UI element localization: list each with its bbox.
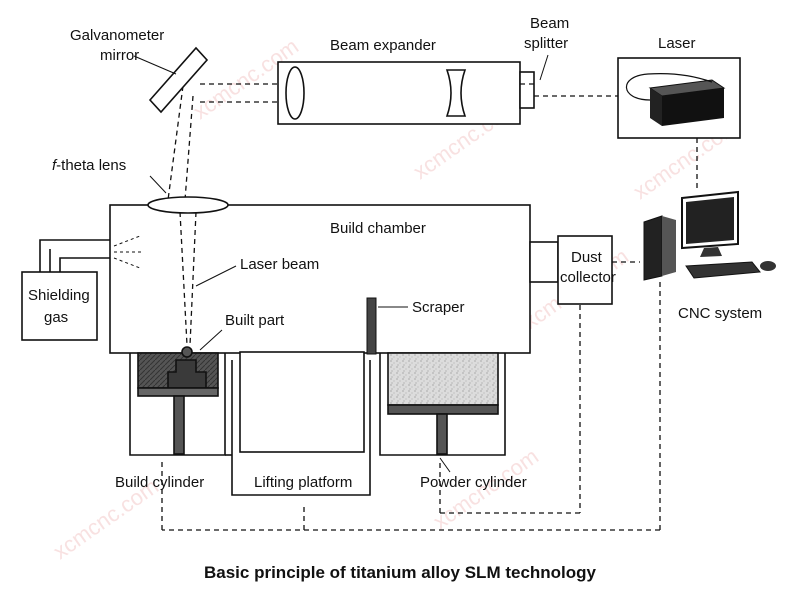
build-cylinder xyxy=(129,346,226,456)
beam-expander-label: Beam expander xyxy=(330,37,436,54)
gas-jets xyxy=(113,235,142,269)
build-chamber xyxy=(109,204,559,354)
dust-collector xyxy=(557,235,613,305)
lifting-platform-label: Lifting platform xyxy=(254,474,352,491)
laser-label: Laser xyxy=(658,35,696,52)
leader-line xyxy=(149,175,167,194)
built-part-label: Built part xyxy=(225,312,285,329)
galvanometer-mirror-label: Galvanometer xyxy=(70,27,164,44)
beam-splitter-label: Beam xyxy=(530,15,569,32)
beam-in-chamber xyxy=(179,211,197,346)
powder-cylinder xyxy=(379,352,506,456)
cnc-system-label: CNC system xyxy=(678,305,762,322)
dust-collector-label: collector xyxy=(560,269,616,286)
leader-line xyxy=(133,55,177,75)
shielding-gas-label: Shielding xyxy=(28,287,90,304)
powder-cylinder-label: Powder cylinder xyxy=(420,474,527,491)
galvanometer-mirror xyxy=(148,46,209,114)
galvanometer-mirror-label: mirror xyxy=(100,47,139,64)
scraper-label: Scraper xyxy=(412,299,465,316)
build-cylinder-label: Build cylinder xyxy=(115,474,204,491)
leader-line xyxy=(199,329,223,351)
control-lines xyxy=(161,138,698,531)
caption: Basic principle of titanium alloy SLM te… xyxy=(204,563,597,582)
beam-splitter-label: splitter xyxy=(524,35,568,52)
scraper xyxy=(366,297,377,355)
dust-collector-label: Dust xyxy=(571,249,603,266)
shielding-gas-label: gas xyxy=(44,309,68,326)
build-chamber-label: Build chamber xyxy=(330,220,426,237)
leader-line xyxy=(539,54,549,81)
ftheta-lens xyxy=(147,196,229,214)
lifting-platform xyxy=(225,351,371,496)
beam-expander xyxy=(277,61,535,125)
ftheta-lens-label: f-theta lens xyxy=(52,157,126,174)
shielding-gas xyxy=(21,239,110,341)
cnc-computer xyxy=(643,190,776,281)
leader-line xyxy=(439,457,451,473)
laser-beam-label: Laser beam xyxy=(240,256,319,273)
leader-line xyxy=(195,265,237,287)
laser-unit xyxy=(617,57,741,139)
